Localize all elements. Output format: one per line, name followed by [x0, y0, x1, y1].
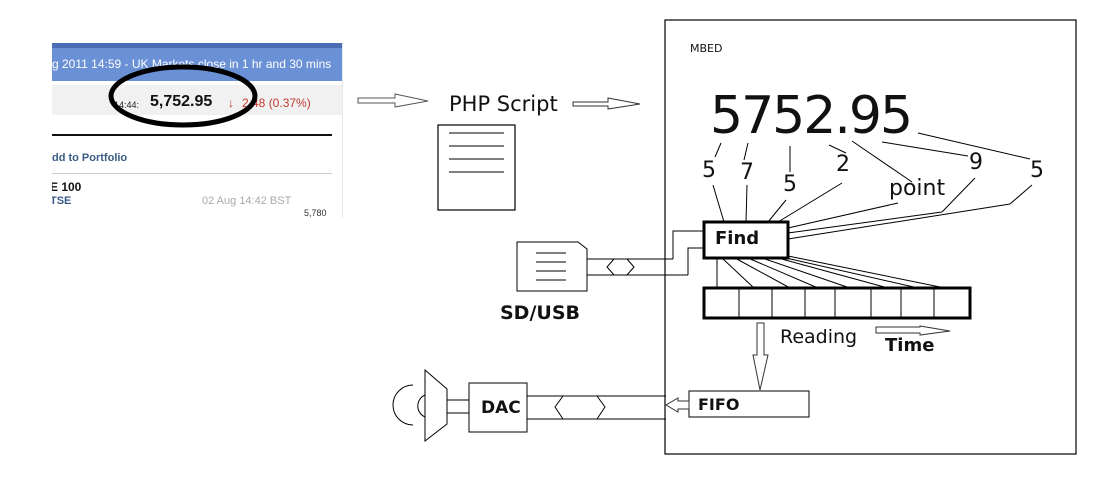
mbed-box	[664, 19, 1077, 455]
arrow-to-fifo	[752, 322, 769, 391]
header-strip	[52, 43, 342, 48]
dac-bus	[527, 395, 666, 420]
dac-box	[468, 382, 528, 433]
divider	[52, 134, 332, 136]
digit-label: 5	[783, 172, 797, 197]
quote-value: 5,752.95	[150, 93, 213, 110]
digit-label: 7	[740, 160, 754, 185]
reading-label: Reading	[780, 326, 858, 348]
reading-buffer	[702, 286, 972, 320]
digit-label: point	[889, 176, 946, 201]
sd-usb-label: SD/USB	[500, 302, 580, 324]
arrow-from-fifo	[665, 397, 690, 413]
highlight-ellipse	[108, 64, 258, 128]
time-label: Time	[885, 335, 935, 356]
fifo-box	[688, 390, 810, 418]
quote-row	[52, 85, 342, 115]
digit-label: 5	[1030, 158, 1044, 183]
big-number: 5752.95	[710, 86, 913, 146]
down-arrow-icon: ↓	[228, 96, 234, 110]
divider	[52, 173, 332, 174]
sd-bus	[587, 230, 704, 276]
find-box	[702, 220, 790, 260]
dac-label: DAC	[481, 398, 521, 418]
leader-lines	[712, 132, 1033, 289]
market-banner: g 2011 14:59 - UK Markets close in 1 hr …	[52, 48, 342, 81]
digit-label: 9	[969, 150, 983, 175]
digit-label: 5	[702, 158, 716, 183]
arrow-to-php	[357, 93, 429, 108]
quote-time: 14:44:	[114, 100, 140, 110]
quote-change: 2.48 (0.37%)	[242, 96, 311, 110]
speaker-icon	[392, 368, 469, 443]
digit-label: 2	[836, 152, 850, 177]
mbed-label: MBED	[690, 42, 723, 55]
time-arrow	[875, 325, 951, 336]
php-script-label: PHP Script	[449, 92, 558, 116]
index-name: E 100	[52, 180, 82, 194]
document-icon	[437, 124, 516, 211]
axis-level: 5,780	[304, 208, 327, 218]
index-symbol: TSE	[52, 195, 72, 207]
index-date: 02 Aug 14:42 BST	[202, 195, 292, 207]
arrow-to-mbed	[572, 97, 641, 110]
stock-quote-screenshot: g 2011 14:59 - UK Markets close in 1 hr …	[52, 43, 343, 218]
fifo-label: FIFO	[698, 395, 740, 414]
sd-card-icon	[516, 241, 588, 292]
find-label: Find	[715, 228, 760, 249]
add-to-portfolio-link[interactable]: dd to Portfolio	[52, 152, 128, 164]
